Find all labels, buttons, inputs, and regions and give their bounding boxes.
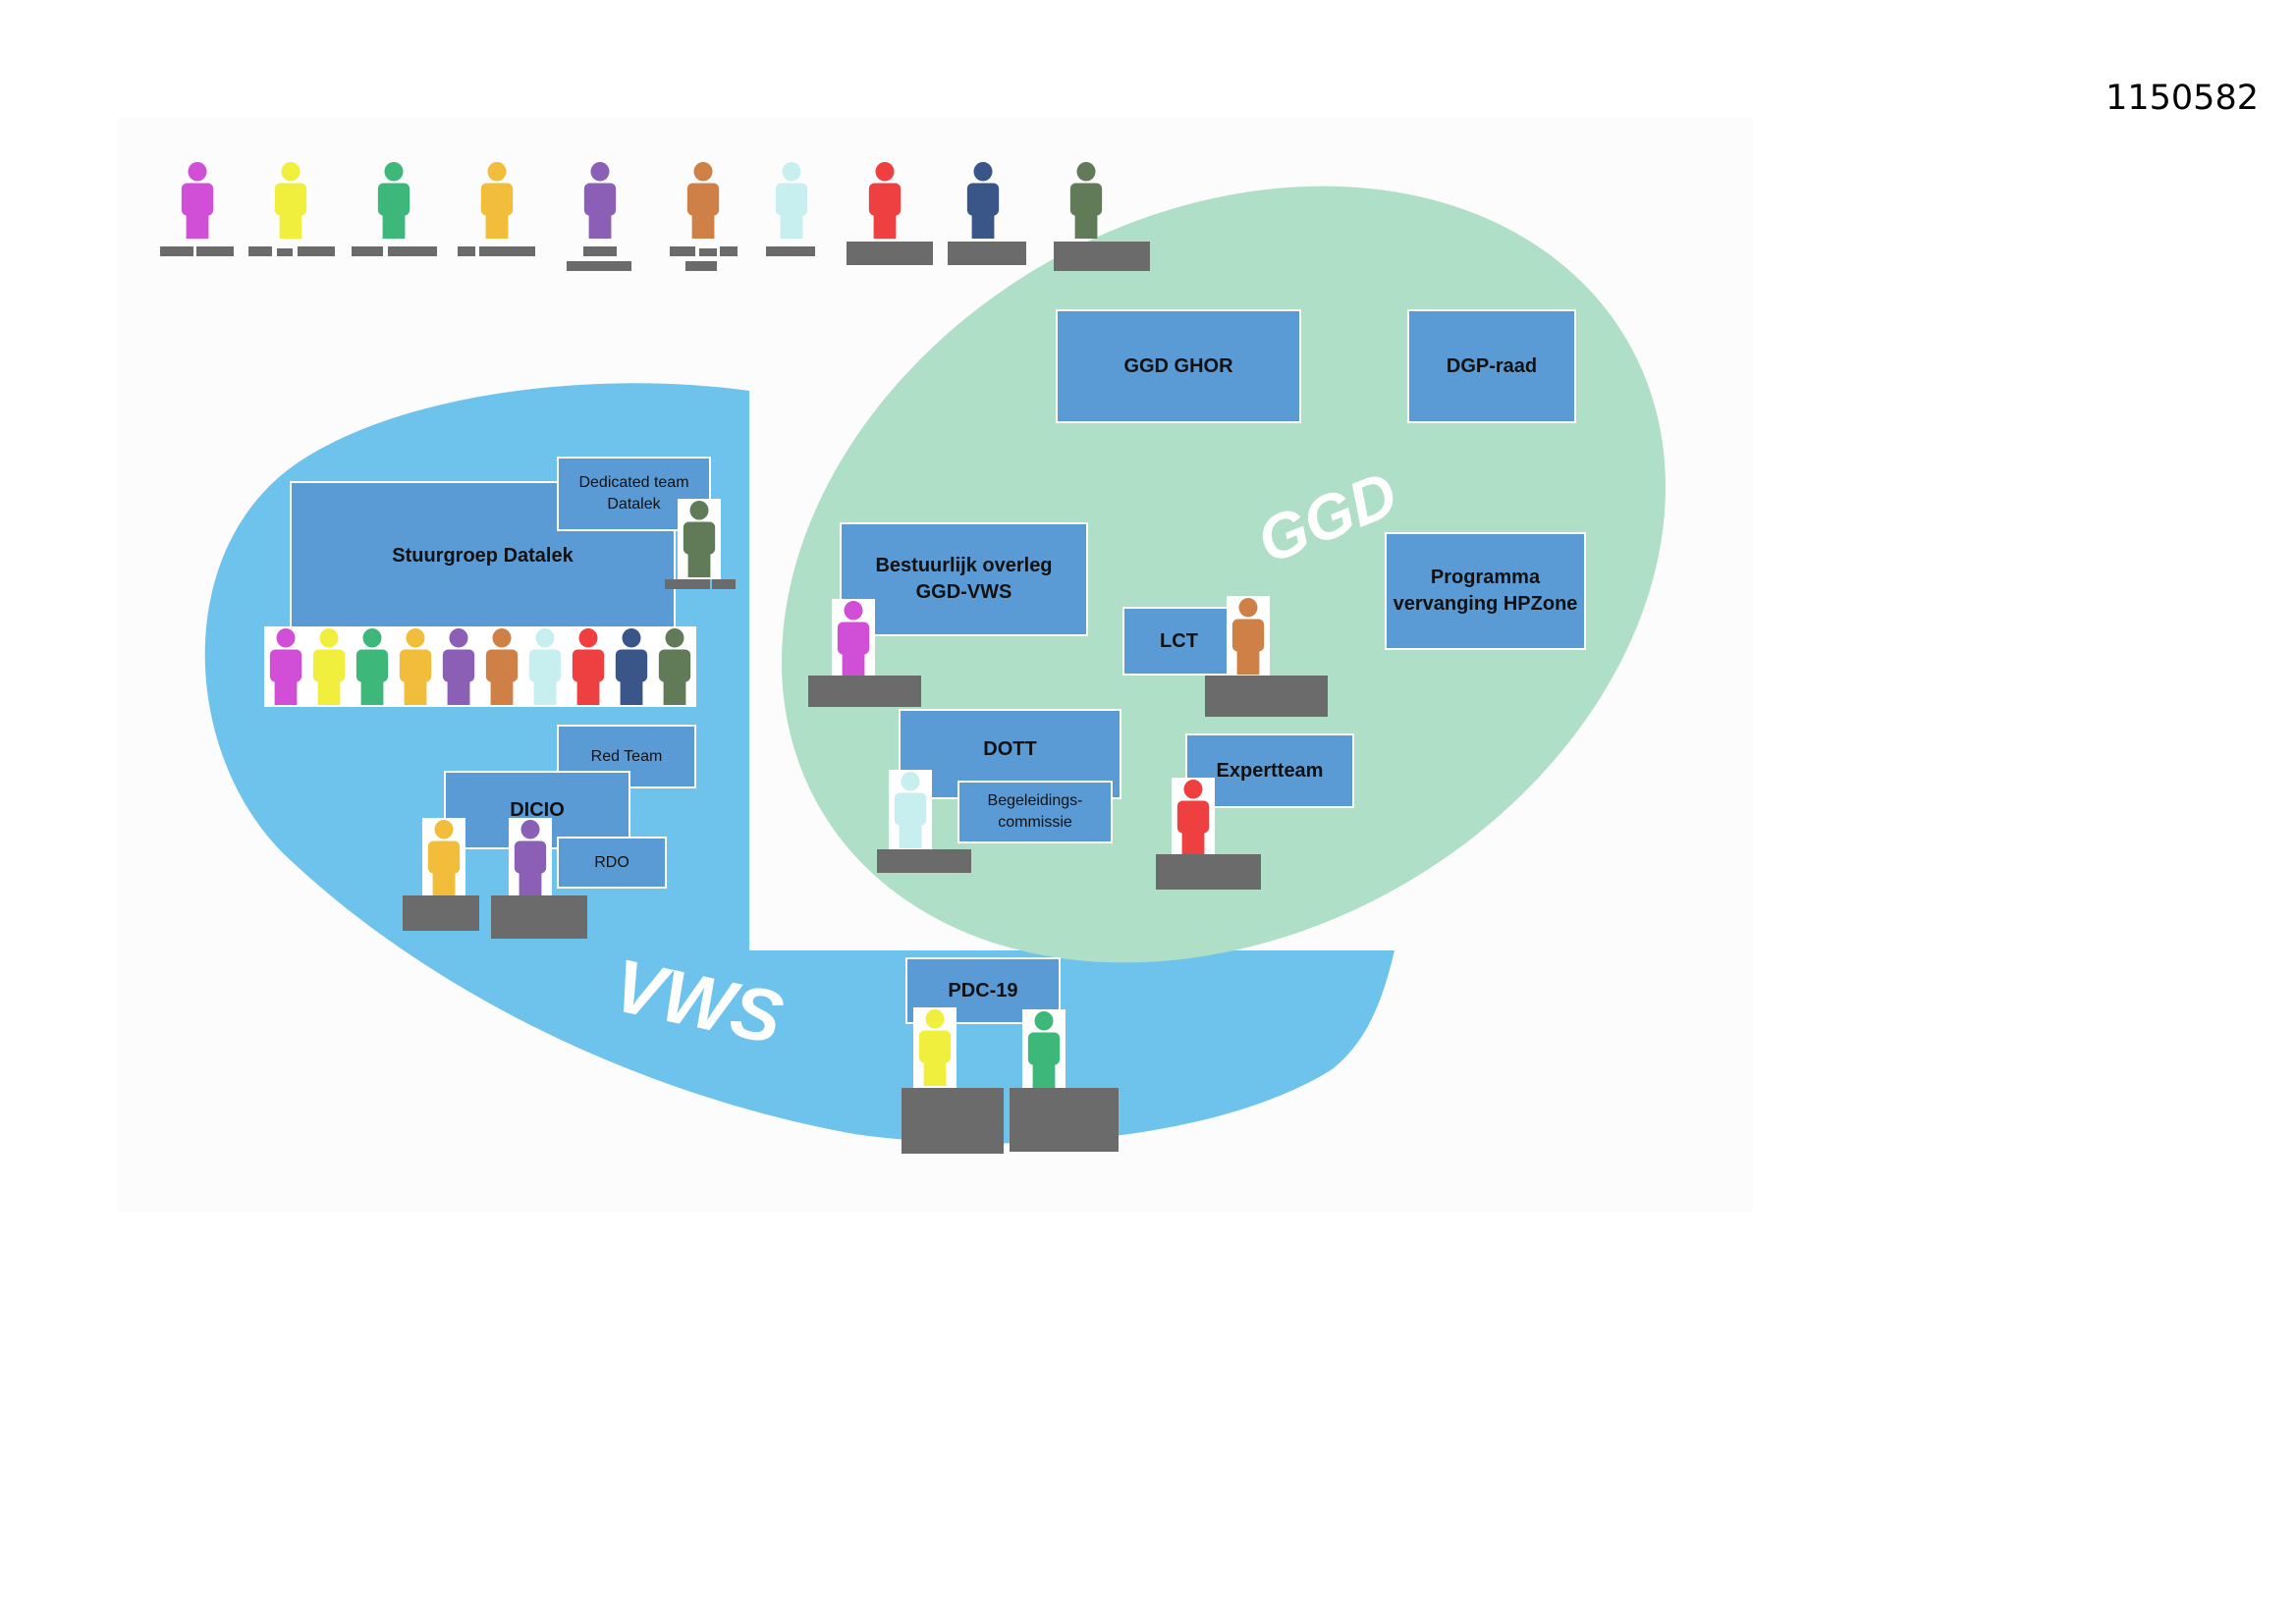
programma-hpzone-box: Programma vervanging HPZone [1385,532,1586,650]
legend-person-pale_cyan-icon [773,162,810,239]
stuurgroep-member-olive-icon [653,626,696,707]
legend-person-amber-icon [478,162,516,239]
stuurgroep-member-purple-icon [437,626,480,707]
stuurgroep-datalek-label: Stuurgroep Datalek [392,544,574,567]
rdo-name-placeholder [491,895,587,939]
legend-name-placeholder [196,246,234,256]
legend-name-placeholder [583,246,617,256]
rdo-label: RDO [594,853,629,871]
begeleidingscommissie-name-placeholder [877,849,971,873]
stuurgroep-member-magenta-icon [264,626,307,707]
legend-name-placeholder [160,246,193,256]
pdc-19-label: PDC-19 [948,979,1018,1001]
red-team-label: Red Team [590,747,663,765]
stuurgroep-member-amber-icon [394,626,437,707]
expertteam-person-red-icon [1172,778,1215,858]
legend-name-placeholder [277,248,293,256]
legend-person-navy-icon [964,162,1002,239]
dicio-person-amber-icon [422,818,465,898]
rdo-box: RDO [557,837,667,889]
lct-person-orange-icon [1227,596,1270,677]
lct-label: LCT [1160,629,1198,652]
stuurgroep-member-orange-icon [480,626,523,707]
legend-person-red-icon [866,162,903,239]
bestuurlijk-person-magenta-icon [832,599,875,679]
document-id-number: 1150582 [2105,79,2259,118]
pdc-name-placeholder [902,1088,1004,1154]
begeleidingscommissie-person-icon [889,770,932,850]
ggd-ghor-label: GGD GHOR [1123,354,1233,377]
lct-box: LCT [1122,607,1235,676]
rdo-person-purple-icon [509,818,552,898]
stuurgroep-member-navy-icon [610,626,653,707]
dicio-name-placeholder [403,895,479,931]
bestuurlijk-name-placeholder [808,676,921,707]
dgp-raad-box: DGP-raad [1407,309,1576,423]
legend-person-orange-icon [684,162,722,239]
legend-name-placeholder [352,246,383,256]
dedicated-team-person-olive-icon [678,499,721,579]
pdc-name-placeholder [1010,1088,1119,1152]
legend-name-placeholder [388,246,437,256]
legend-name-placeholder [948,242,1026,265]
begeleidingscommissie-box: Begeleidings-commissie [957,781,1113,843]
legend-name-placeholder [248,246,272,256]
legend-name-placeholder [458,246,475,256]
expertteam-name-placeholder [1156,854,1261,890]
legend-person-yellow-icon [272,162,309,239]
red-team-box: Red Team [557,725,696,788]
stuurgroep-member-pale_cyan-icon [523,626,567,707]
legend-name-placeholder [847,242,933,265]
dedicated-team-datalek-label: Dedicated team Datalek [578,474,689,513]
legend-name-placeholder [766,246,815,256]
dedicated-team-name-placeholder [665,579,710,589]
legend-name-placeholder [685,261,717,271]
legend-name-placeholder [720,246,738,256]
stuurgroep-member-red-icon [567,626,610,707]
ggd-ghor-box: GGD GHOR [1056,309,1301,423]
legend-person-olive-icon [1067,162,1105,239]
dicio-label: DICIO [510,798,565,821]
bestuurlijk-overleg-label: Bestuurlijk overleg GGD-VWS [875,555,1053,603]
stuurgroep-member-yellow-icon [307,626,351,707]
expertteam-label: Expertteam [1216,759,1324,782]
legend-person-magenta-icon [179,162,216,239]
legend-name-placeholder [699,248,717,256]
legend-person-green-icon [375,162,412,239]
pdc-person-yellow-icon [913,1007,957,1088]
legend-name-placeholder [479,246,535,256]
legend-name-placeholder [1054,242,1150,271]
bestuurlijk-overleg-box: Bestuurlijk overleg GGD-VWS [840,522,1088,636]
programma-hpzone-label: Programma vervanging HPZone [1393,567,1578,615]
legend-name-placeholder [298,246,335,256]
dgp-raad-label: DGP-raad [1446,354,1538,377]
legend-name-placeholder [670,246,695,256]
pdc-person-green-icon [1022,1009,1066,1090]
begeleidingscommissie-label: Begeleidings-commissie [987,792,1083,831]
legend-person-purple-icon [581,162,619,239]
dedicated-team-name-placeholder [712,579,736,589]
dott-label: DOTT [983,738,1037,760]
stuurgroep-member-green-icon [351,626,394,707]
lct-name-placeholder [1205,676,1328,717]
legend-name-placeholder [567,261,631,271]
